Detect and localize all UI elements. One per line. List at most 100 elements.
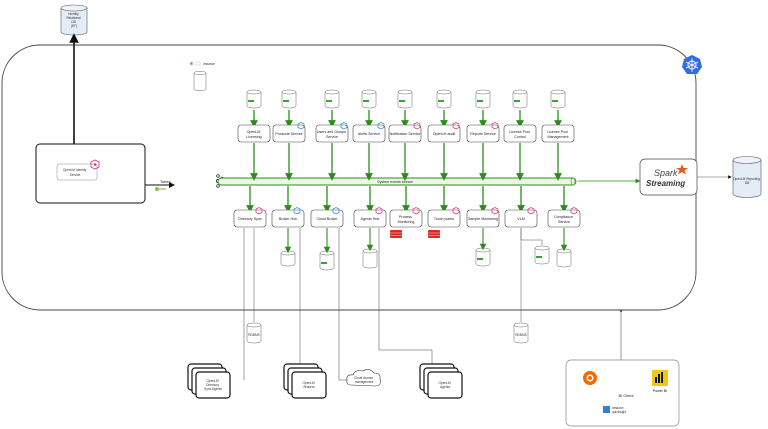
external-0-line-2: Sync Agents: [204, 387, 222, 391]
service-compliance[interactable]: Compliance Service: [547, 186, 581, 268]
key-icon: [155, 187, 166, 191]
rdbms-label-0: RDBMS: [248, 333, 260, 337]
service-touch-points[interactable]: Touch points: [427, 186, 461, 238]
bottom-service-1-line-0: Broker Hub: [279, 217, 297, 221]
token-label: Token: [160, 179, 171, 184]
svg-text:Agents Hub: Agents Hub: [361, 217, 380, 221]
service-products[interactable]: Products Service: [272, 89, 306, 181]
external-cloud-license[interactable]: Cloud license management: [346, 369, 381, 387]
top-service-8-line-0: License Pool: [547, 130, 568, 134]
external-3-line-1: Agents: [440, 385, 450, 389]
bottom-service-6-line-0: Sample Monitoring: [468, 217, 498, 221]
bi-client-box[interactable]: Power BI BI Client amazon quicksight: [565, 359, 680, 427]
svg-text:Directory Sync: Directory Sync: [238, 217, 262, 221]
events-stream: System events stream: [217, 177, 577, 186]
service-cloud-broker[interactable]: Cloud Broker: [310, 186, 344, 271]
bottom-service-4-line-1: Monitoring: [398, 220, 415, 224]
svg-text:Cloud Broker: Cloud Broker: [317, 217, 339, 221]
external-agents[interactable]: OpenLM Agents: [419, 363, 463, 399]
service-instance-icon: [452, 122, 460, 130]
stream-label: System events stream: [377, 180, 413, 184]
top-service-1-line-0: Products Service: [275, 132, 302, 136]
bottom-service-5-line-0: Touch points: [434, 217, 454, 221]
top-service-6-line-0: Reports Service: [470, 132, 496, 136]
top-service-0-line-0: OpenLM: [247, 130, 261, 134]
svg-text:Products Service: Products Service: [275, 132, 302, 136]
service-users-groups[interactable]: Users and Groups Service: [315, 89, 349, 181]
service-reports[interactable]: Reports Service: [466, 89, 500, 181]
redis-icon: [428, 230, 440, 238]
service-license-pool-management[interactable]: License Pool Management: [541, 89, 575, 181]
service-instance-icon: [527, 207, 535, 215]
rdbms-label-1: RDBMS: [515, 333, 527, 337]
svg-text:OpenLM Identity Service: OpenLM Identity Service: [63, 168, 87, 177]
external-2-line-1: management: [355, 380, 374, 384]
powerbi-label: Power BI: [653, 389, 667, 393]
service-openlm-licensing[interactable]: OpenLM Licensing: [237, 89, 271, 181]
spark-subtitle: Streaming: [646, 179, 685, 188]
external-directory-sync-agents[interactable]: OpenLM Directory Sync Agents: [187, 363, 231, 399]
kubernetes-icon: [682, 55, 702, 74]
spark-title: Spark: [654, 168, 678, 178]
identity-service-label-1: OpenLM Identity: [63, 168, 87, 172]
service-instance-icon: [332, 207, 340, 215]
bottom-service-7-line-0: VLM: [517, 217, 524, 221]
external-brokers[interactable]: OpenLM Brokers: [283, 363, 327, 399]
external-1-line-1: Brokers: [304, 385, 315, 389]
identity-db: Identity Relational DB (EF): [60, 4, 88, 36]
reporting-db-label-2: DB: [745, 181, 749, 185]
legend: Instance: [189, 61, 215, 92]
service-notification[interactable]: Notification Service: [388, 89, 422, 181]
powerbi-icon: Power BI: [652, 370, 668, 393]
legend-label: Instance: [203, 62, 215, 66]
service-instance-icon: [90, 159, 100, 170]
service-openlm-audit[interactable]: OpenLM audit: [427, 89, 461, 181]
svg-text:Process Monitoring: Process Monitoring: [398, 215, 415, 224]
svg-text:OpenLM Licensing: OpenLM Licensing: [246, 130, 261, 139]
identity-db-label-3: DB: [71, 20, 75, 24]
service-broker-hub[interactable]: Broker Hub: [271, 186, 305, 267]
quicksight-icon: amazon quicksight: [603, 406, 626, 414]
top-service-0-line-1: Licensing: [246, 135, 261, 139]
top-service-3-line-0: Alerts Service: [358, 132, 380, 136]
bottom-service-4-line-0: Process: [399, 215, 412, 219]
identity-service-label-2: Service: [70, 173, 81, 177]
grafana-icon: [583, 371, 597, 385]
service-instance-icon: [340, 122, 348, 130]
service-instance-icon: [297, 122, 305, 130]
service-alerts[interactable]: Alerts Service: [352, 89, 386, 181]
svg-text:OpenLM Agents: OpenLM Agents: [438, 381, 451, 389]
external-0-line-1: Directory: [206, 383, 219, 387]
top-service-2-line-0: Users and Groups: [317, 130, 346, 134]
service-process-monitoring[interactable]: Process Monitoring: [389, 186, 423, 238]
service-directory-sync[interactable]: Directory Sync: [233, 186, 267, 228]
svg-text:Cloud license management: Cloud license management: [354, 376, 374, 384]
spark-star-icon: [676, 164, 688, 175]
bottom-service-3-line-0: Agents Hub: [361, 217, 380, 221]
service-sample-monitoring[interactable]: Sample Monitoring: [466, 186, 500, 267]
service-license-pool-control[interactable]: License Pool Control: [503, 89, 537, 181]
redis-icon: [390, 230, 402, 238]
svg-text:Sample Monitoring: Sample Monitoring: [468, 217, 498, 221]
service-instance-icon: [491, 207, 499, 215]
top-service-7-line-1: Control: [514, 135, 526, 139]
svg-text:Reports Service: Reports Service: [470, 132, 496, 136]
service-instance-icon: [413, 122, 421, 130]
bottom-service-0-line-0: Directory Sync: [238, 217, 262, 221]
bottom-services: Directory Sync Broker Hub Cloud: [233, 186, 581, 271]
svg-text:Compliance Service: Compliance Service: [554, 215, 574, 224]
identity-service-box[interactable]: OpenLM Identity Service: [35, 143, 146, 204]
top-service-4-line-0: Notification Service: [390, 132, 421, 136]
service-agents-hub[interactable]: Agents Hub: [353, 186, 387, 269]
svg-text:Touch points: Touch points: [434, 217, 454, 221]
spark-streaming[interactable]: Spark Streaming: [639, 158, 698, 196]
service-vlm[interactable]: VLM: [504, 186, 550, 265]
connector-cloud-broker: [338, 228, 350, 381]
svg-text:Notification Service: Notification Service: [390, 132, 421, 136]
service-instance-icon: [452, 207, 460, 215]
external-0-line-0: OpenLM: [206, 379, 219, 383]
external-3-line-0: OpenLM: [438, 381, 451, 385]
service-instance-icon: [570, 207, 578, 215]
service-instance-icon: [412, 207, 420, 215]
